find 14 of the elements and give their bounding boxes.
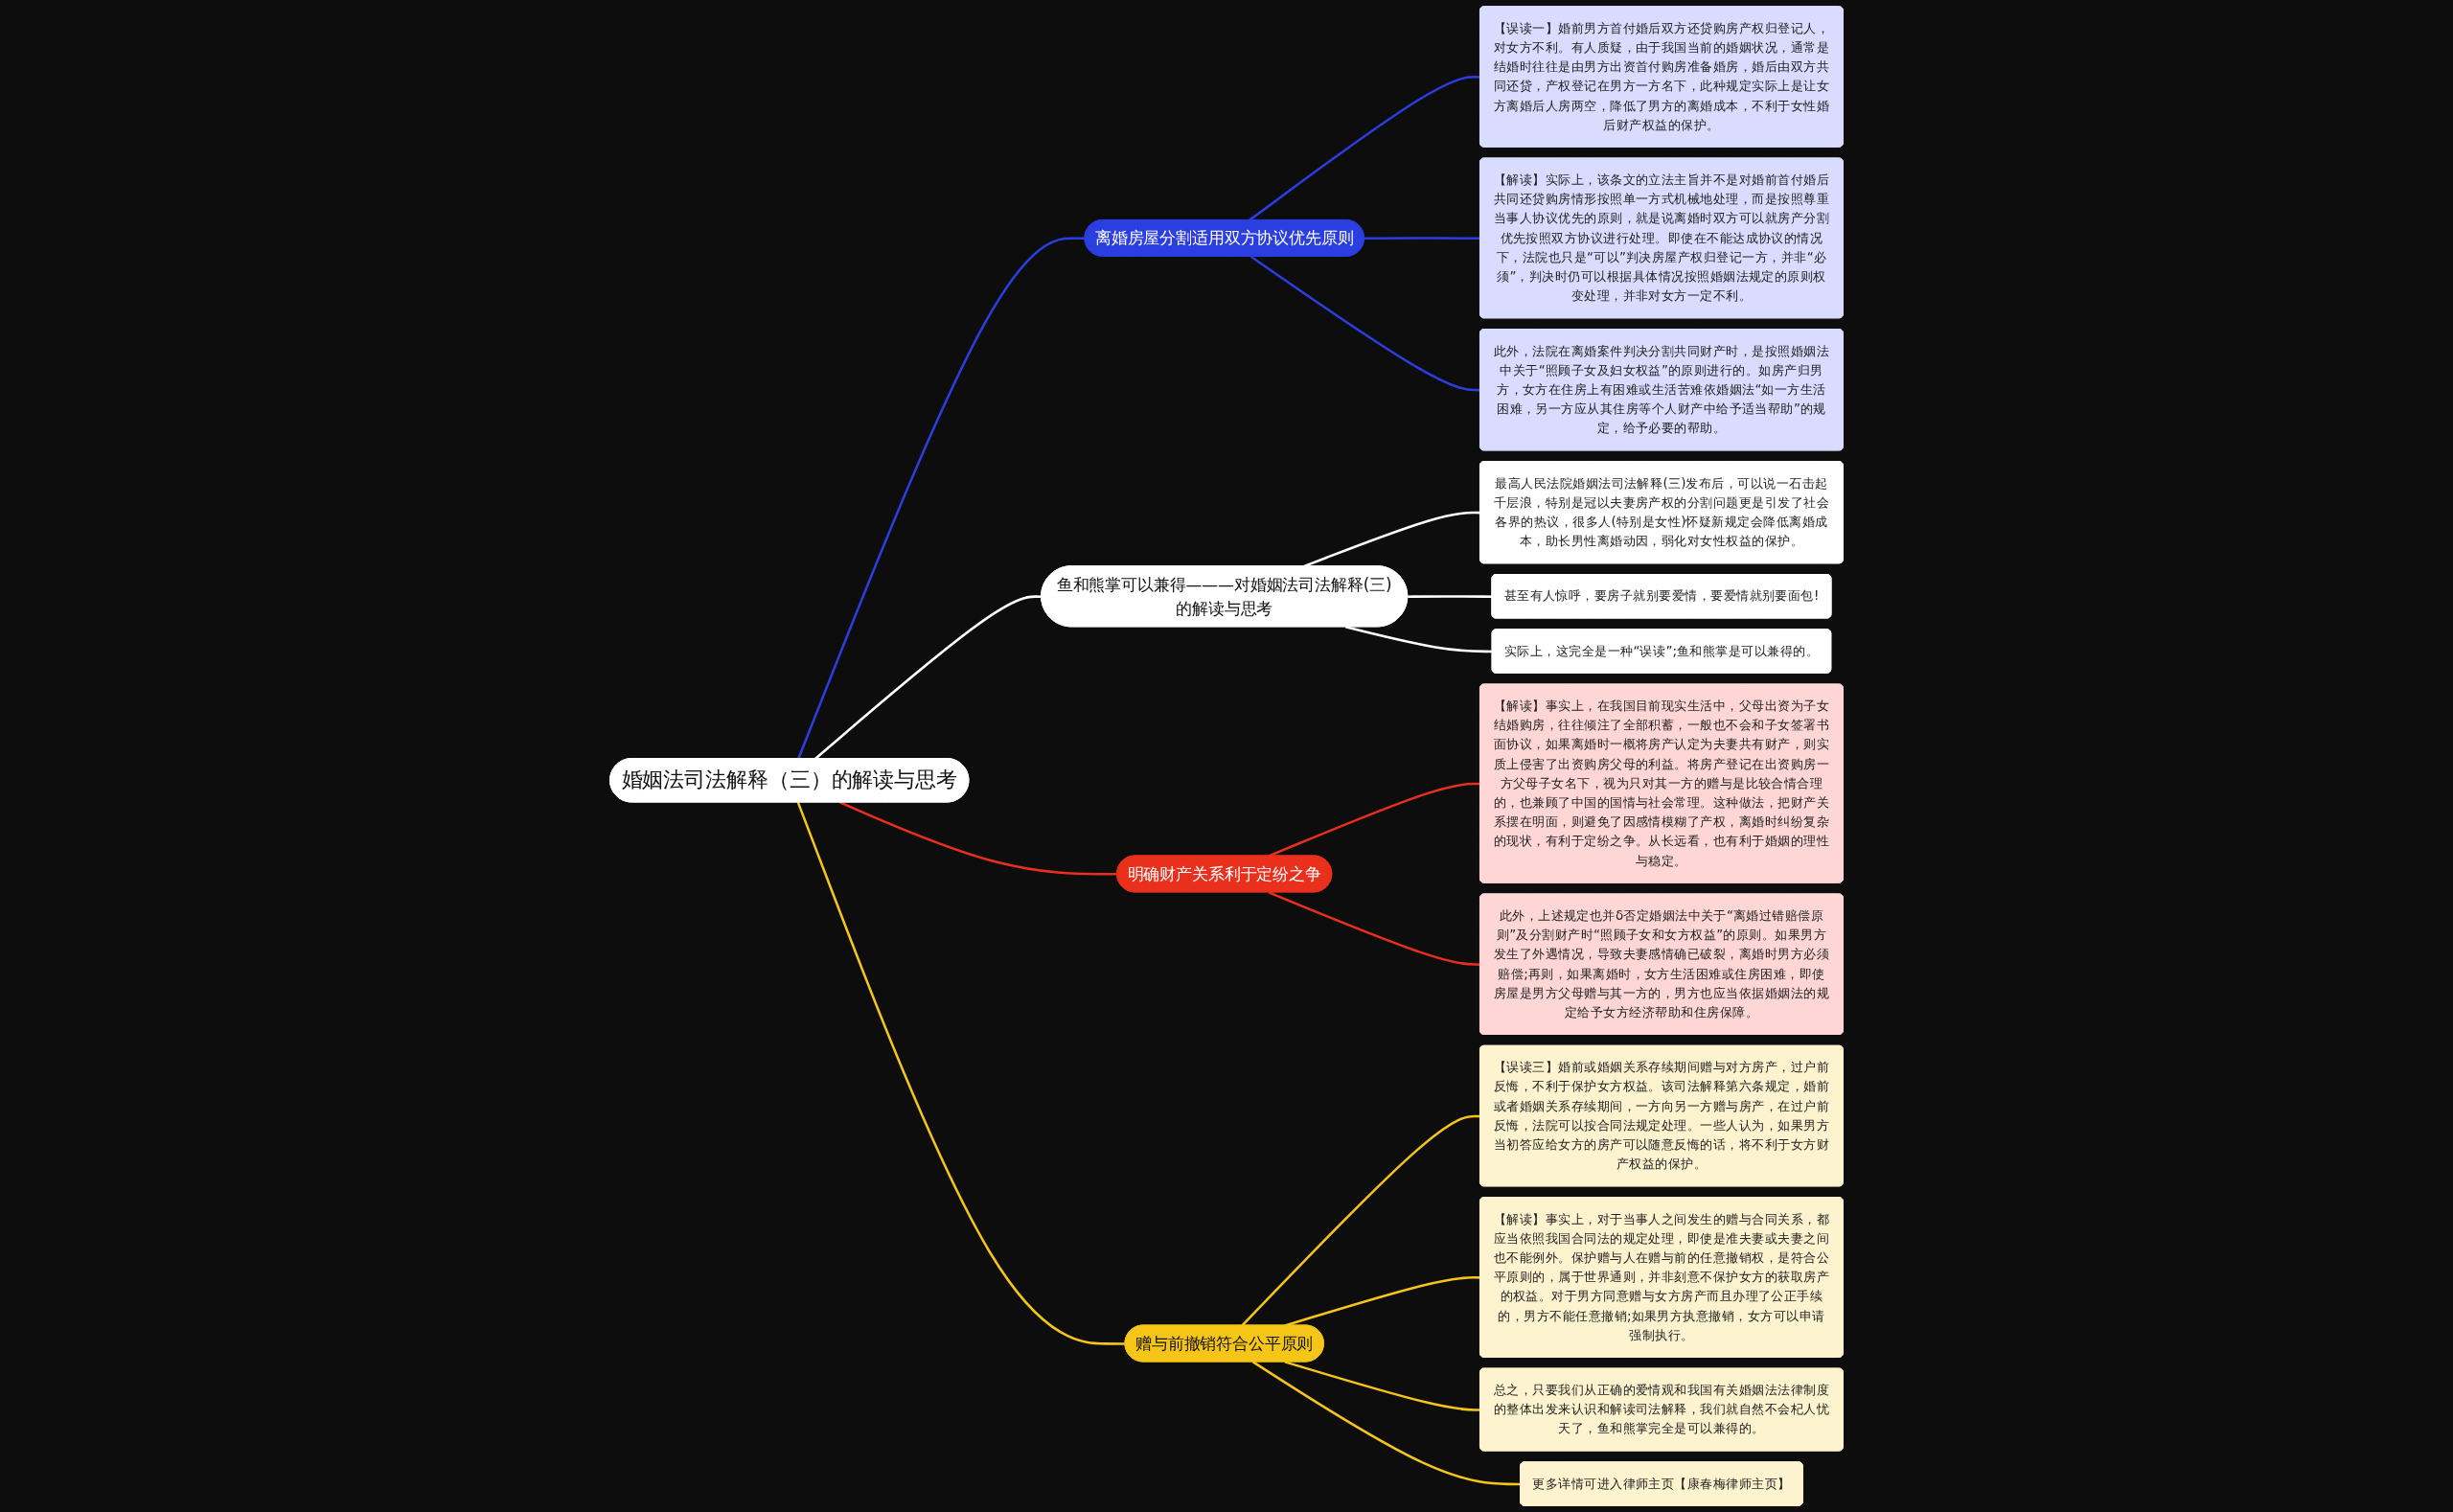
connector — [797, 237, 1086, 760]
connector — [1249, 76, 1480, 221]
connector — [1345, 626, 1493, 653]
connector — [1284, 1276, 1480, 1327]
connector — [1284, 1361, 1480, 1411]
connector — [814, 595, 1043, 760]
connector — [839, 801, 1117, 876]
connector — [1268, 891, 1480, 966]
connector — [1364, 237, 1480, 241]
connector — [1252, 1361, 1521, 1486]
connector — [796, 801, 1126, 1345]
connector — [1241, 1114, 1480, 1327]
connector — [1249, 255, 1480, 392]
connector — [1408, 595, 1493, 598]
